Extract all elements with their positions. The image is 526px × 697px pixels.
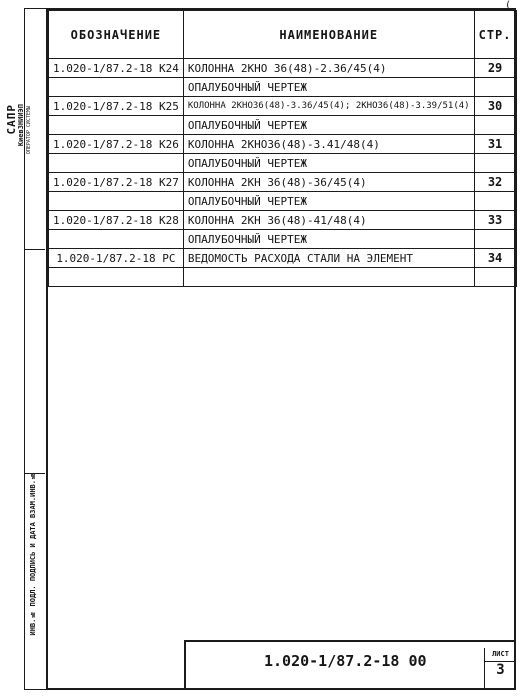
row-name: КОЛОННА 2КНО36(48)-3.36/45(4); 2КНО36(48… xyxy=(182,96,475,116)
table-row: ОПАЛУБОЧНЫЙ ЧЕРТЕЖ xyxy=(48,191,517,211)
document-code: 1.020-1/87.2-18 00 xyxy=(264,652,427,670)
corner-mark: ( xyxy=(505,0,512,11)
row-page: 32 xyxy=(473,172,517,192)
row-name: ОПАЛУБОЧНЫЙ ЧЕРТЕЖ xyxy=(182,153,475,173)
sheet-label: ЛИСТ xyxy=(485,648,516,662)
operator-label: ОПЕРАТОР СИСТЕМЫ xyxy=(26,106,32,155)
main-frame: ОБОЗНАЧЕНИЕ НАИМЕНОВАНИЕ СТР. 1.020-1/87… xyxy=(46,8,517,690)
row-code xyxy=(48,77,184,97)
organization-subname: КиевЗНИИЭП xyxy=(17,104,25,147)
table-row: 1.020-1/87.2-18 К27 КОЛОННА 2КН 36(48)-3… xyxy=(48,172,517,192)
row-page: 30 xyxy=(473,96,517,116)
inventory-strip-label: ИНВ.№ ПОДЛ. ПОДПИСЬ И ДАТА ВЗАМ.ИНВ.№ xyxy=(29,472,37,636)
title-block-frame xyxy=(184,640,516,690)
table-row: 1.020-1/87.2-18 К25 КОЛОННА 2КНО36(48)-3… xyxy=(48,96,517,116)
table-row: 1.020-1/87.2-18 К26 КОЛОННА 2КНО36(48)-3… xyxy=(48,134,517,154)
table-row: ОПАЛУБОЧНЫЙ ЧЕРТЕЖ xyxy=(48,115,517,135)
row-name xyxy=(182,267,475,287)
binding-margin-strip xyxy=(24,8,46,690)
row-name: КОЛОННА 2КН 36(48)-36/45(4) xyxy=(182,172,475,192)
sheet-number: 3 xyxy=(496,662,505,678)
row-code xyxy=(48,191,184,211)
table-row: 1.020-1/87.2-18 К28 КОЛОННА 2КН 36(48)-4… xyxy=(48,210,517,230)
title-block: 1.020-1/87.2-18 00 ЛИСТ 3 xyxy=(184,640,516,690)
row-code: 1.020-1/87.2-18 К28 xyxy=(48,210,184,230)
row-code: 1.020-1/87.2-18 К26 xyxy=(48,134,184,154)
row-page xyxy=(473,229,517,249)
row-code: 1.020-1/87.2-18 К25 xyxy=(48,96,184,116)
table-header-row: ОБОЗНАЧЕНИЕ НАИМЕНОВАНИЕ СТР. xyxy=(48,10,517,59)
row-page: 33 xyxy=(473,210,517,230)
row-code: 1.020-1/87.2-18 РС xyxy=(48,248,184,268)
contents-table: ОБОЗНАЧЕНИЕ НАИМЕНОВАНИЕ СТР. 1.020-1/87… xyxy=(48,10,517,287)
inventory-strip: ИНВ.№ ПОДЛ. ПОДПИСЬ И ДАТА ВЗАМ.ИНВ.№ xyxy=(24,472,46,690)
row-name: ОПАЛУБОЧНЫЙ ЧЕРТЕЖ xyxy=(182,115,475,135)
row-page xyxy=(473,115,517,135)
row-code xyxy=(48,267,184,287)
row-page xyxy=(473,267,517,287)
table-row: ОПАЛУБОЧНЫЙ ЧЕРТЕЖ xyxy=(48,153,517,173)
table-row: ОПАЛУБОЧНЫЙ ЧЕРТЕЖ xyxy=(48,77,517,97)
row-name: ОПАЛУБОЧНЫЙ ЧЕРТЕЖ xyxy=(182,77,475,97)
table-row: 1.020-1/87.2-18 РС ВЕДОМОСТЬ РАСХОДА СТА… xyxy=(48,248,517,268)
row-page xyxy=(473,77,517,97)
sheet-cell: ЛИСТ 3 xyxy=(484,648,516,690)
row-name: ОПАЛУБОЧНЫЙ ЧЕРТЕЖ xyxy=(182,191,475,211)
row-code: 1.020-1/87.2-18 К24 xyxy=(48,58,184,78)
row-page xyxy=(473,153,517,173)
row-page: 31 xyxy=(473,134,517,154)
margin-divider xyxy=(25,473,45,474)
row-page xyxy=(473,191,517,211)
row-page: 29 xyxy=(473,58,517,78)
row-name: КОЛОННА 2КН 36(48)-41/48(4) xyxy=(182,210,475,230)
row-code xyxy=(48,153,184,173)
row-name: КОЛОННА 2КНО 36(48)-2.36/45(4) xyxy=(182,58,475,78)
row-code: 1.020-1/87.2-18 К27 xyxy=(48,172,184,192)
table-row: 1.020-1/87.2-18 К24 КОЛОННА 2КНО 36(48)-… xyxy=(48,58,517,78)
margin-divider xyxy=(25,249,45,250)
header-page: СТР. xyxy=(473,10,517,59)
row-page: 34 xyxy=(473,248,517,268)
header-name: НАИМЕНОВАНИЕ xyxy=(182,10,475,59)
row-code xyxy=(48,115,184,135)
row-name: КОЛОННА 2КНО36(48)-3.41/48(4) xyxy=(182,134,475,154)
table-row xyxy=(48,267,517,287)
row-code xyxy=(48,229,184,249)
row-name: ВЕДОМОСТЬ РАСХОДА СТАЛИ НА ЭЛЕМЕНТ xyxy=(182,248,475,268)
table-row: ОПАЛУБОЧНЫЙ ЧЕРТЕЖ xyxy=(48,229,517,249)
row-name: ОПАЛУБОЧНЫЙ ЧЕРТЕЖ xyxy=(182,229,475,249)
header-designation: ОБОЗНАЧЕНИЕ xyxy=(48,10,184,59)
organization-block: САПР КиевЗНИИЭП xyxy=(5,104,25,254)
